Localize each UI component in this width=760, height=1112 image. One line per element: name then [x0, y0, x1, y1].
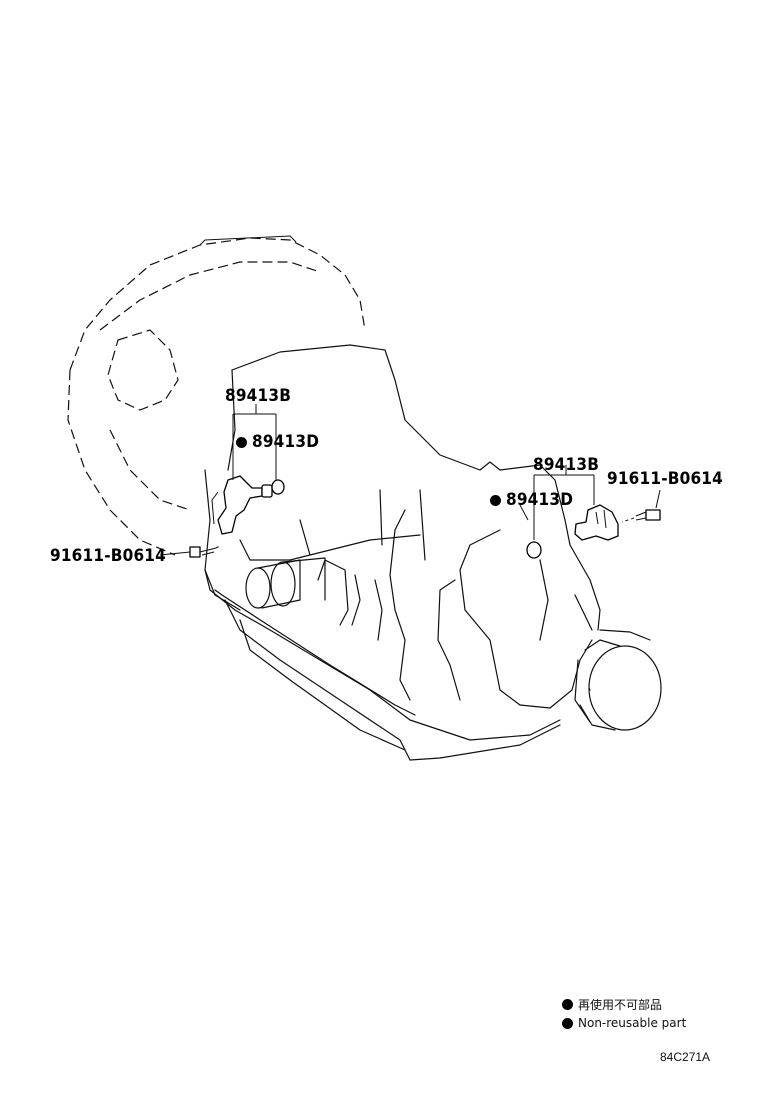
- legend-non-reusable-jp: 再使用不可部品: [562, 996, 662, 1013]
- legend-dot-icon: [562, 999, 573, 1010]
- leader-lines: [159, 404, 661, 556]
- diagram-code: 84C271A: [660, 1050, 711, 1064]
- oil-pan-outline: [204, 569, 561, 761]
- legend-dot-icon: [562, 1017, 573, 1029]
- right-bolt-icon: [621, 509, 661, 523]
- left-oring-part-label: 89413D: [252, 432, 320, 452]
- right-speed-sensor: [526, 504, 619, 559]
- non-reusable-dot-icon: [490, 494, 501, 506]
- legend-en-label: Non-reusable part: [578, 1016, 687, 1030]
- left-bolt-icon: [189, 545, 221, 558]
- left-speed-sensor: [211, 475, 285, 535]
- legend-jp-label: 再使用不可部品: [578, 998, 663, 1012]
- left-sensor-part-number: 89413B: [225, 386, 292, 406]
- left-bolt-part-number: 91611-B0614: [50, 546, 166, 566]
- right-bolt-part-number: 91611-B0614: [607, 469, 723, 489]
- left-oring-part-number: 89413D: [236, 432, 319, 452]
- right-oring-part-number: 89413D: [490, 490, 573, 510]
- extension-housing-outline: [437, 464, 662, 731]
- valve-body-details: [245, 557, 383, 641]
- right-oring-part-label: 89413D: [506, 490, 574, 510]
- non-reusable-dot-icon: [236, 436, 247, 448]
- legend-non-reusable-en: Non-reusable part: [562, 1016, 686, 1030]
- right-sensor-part-number: 89413B: [533, 455, 600, 475]
- bell-housing-outline: [67, 235, 366, 556]
